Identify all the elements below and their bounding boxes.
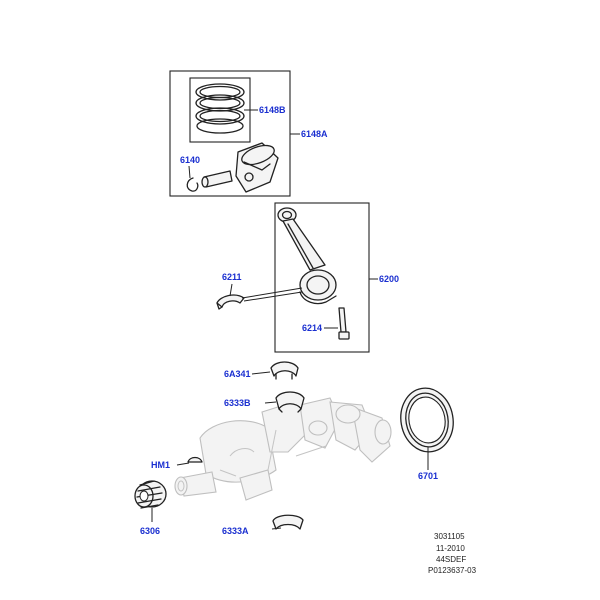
callout-6333b[interactable]: 6333B	[224, 398, 251, 408]
piston-rings-drawing	[195, 83, 245, 134]
thrust-washer-drawing	[270, 361, 299, 380]
timing-sprocket-drawing	[134, 480, 167, 509]
callout-6140[interactable]: 6140	[180, 155, 200, 165]
con-rod-bearing-leader-2	[241, 287, 303, 299]
con-rod-bearing-leader-3	[243, 291, 303, 302]
reference-date: 11-2010	[436, 544, 465, 553]
rear-oil-seal-drawing	[400, 387, 454, 453]
reference-code: 44SDEF	[436, 555, 466, 564]
callout-6211[interactable]: 6211	[222, 272, 242, 282]
lower-main-bearing-drawing	[272, 514, 304, 530]
upper-main-bearing-drawing	[275, 391, 305, 413]
thrust-washer-leader	[251, 371, 271, 375]
callout-6148a[interactable]: 6148A	[301, 129, 328, 139]
callout-6a341[interactable]: 6A341	[224, 369, 251, 379]
reference-block: 3031105 11-2010 44SDEF P0123637-03	[428, 532, 477, 575]
piston-drawing	[235, 142, 279, 193]
connecting-rod-bolt-drawing	[338, 307, 350, 340]
connecting-rod-frame	[274, 202, 370, 353]
crankshaft-drawing	[174, 397, 392, 501]
con-rod-bearing-leader-1	[229, 283, 233, 297]
upper-bearing-leader	[264, 401, 277, 404]
callout-hm1[interactable]: HM1	[151, 460, 170, 470]
key-drawing	[187, 456, 203, 463]
piston-clip-drawing	[186, 177, 199, 192]
pin-clip-leader	[188, 165, 191, 179]
reference-part-id: P0123637-03	[428, 566, 477, 575]
callout-6333a[interactable]: 6333A	[222, 526, 249, 536]
callout-6701[interactable]: 6701	[418, 471, 438, 481]
lower-bearing-leader	[271, 527, 282, 530]
key-leader	[176, 462, 190, 466]
reference-number: 3031105	[434, 532, 465, 541]
piston-pin-drawing	[201, 170, 233, 188]
callout-6306[interactable]: 6306	[140, 526, 160, 536]
callout-6200[interactable]: 6200	[379, 274, 399, 284]
callout-6148b[interactable]: 6148B	[259, 105, 286, 115]
con-rod-bearing-drawing	[216, 294, 245, 310]
callout-6214[interactable]: 6214	[302, 323, 322, 333]
connecting-rod-drawing	[277, 207, 337, 305]
